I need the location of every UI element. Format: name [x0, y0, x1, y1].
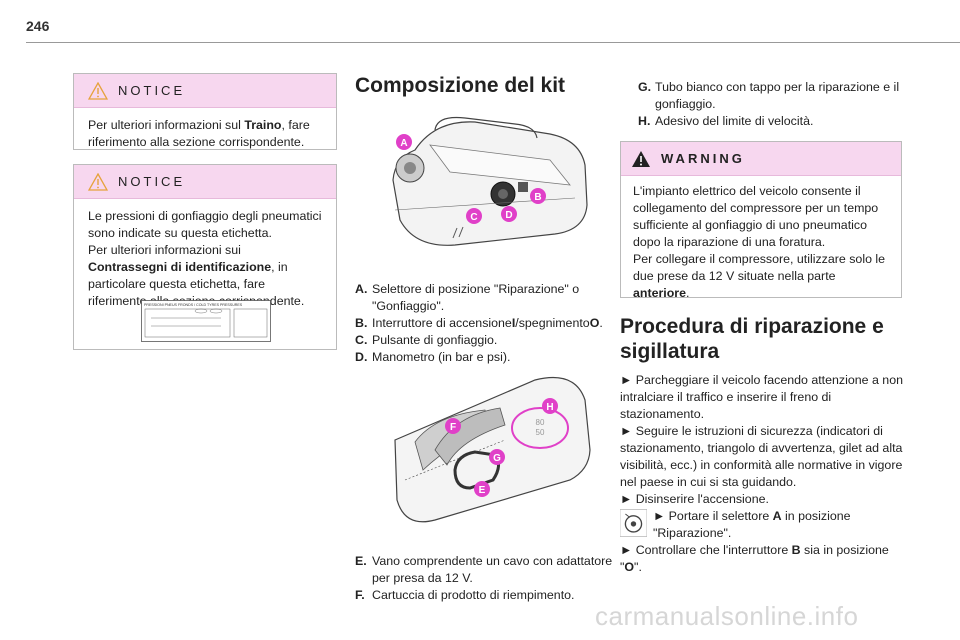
list-item: D.Manometro (in bar e psi). — [355, 350, 511, 364]
svg-text:A: A — [400, 138, 407, 149]
notice-header: NOTICE — [74, 165, 336, 199]
warning-triangle-icon — [632, 150, 650, 167]
list-item: B.Interruttore di accensioneI/spegniment… — [355, 316, 603, 330]
right-list: G.Tubo bianco con tappo per la riparazio… — [638, 79, 902, 130]
procedure-step: ► Seguire le istruzioni di sicurezza (in… — [620, 424, 903, 489]
notice-text: , fare riferimento alla sezione corrispo… — [88, 118, 310, 149]
list-item: H.Adesivo del limite di velocità. — [638, 114, 814, 128]
list-item: E.Vano comprendente un cavo con adattato… — [355, 554, 613, 585]
tyre-pressure-label-image: PRESSIONI PNEUS FRONDS / COLD TYRES PRES… — [141, 300, 271, 342]
speed-label-top: 80 — [536, 418, 545, 427]
warning-text: Per collegare il compressore, utilizzare… — [633, 252, 886, 300]
kit-title: Composizione del kit — [355, 74, 566, 97]
warning-body: L'impianto elettrico del veicolo consent… — [621, 176, 901, 310]
callout-d: D — [501, 206, 517, 222]
callout-c: C — [466, 208, 482, 224]
svg-text:F: F — [450, 422, 456, 433]
warning-header: WARNING — [621, 142, 901, 176]
compressor-illustration: A B C D — [392, 116, 588, 246]
notice-body: Per ulteriori informazioni sul Traino, f… — [74, 108, 336, 161]
svg-text:E: E — [479, 485, 486, 496]
svg-text:H: H — [546, 402, 553, 413]
callout-b: B — [530, 188, 546, 204]
callout-f: F — [445, 418, 461, 434]
list-item: A.Selettore di posizione "Riparazione" o… — [355, 282, 580, 313]
compressor-underside-illustration: 80 50 H F G E — [394, 376, 591, 523]
notice-title: NOTICE — [118, 174, 186, 189]
speed-label-bottom: 50 — [536, 428, 545, 437]
procedure-steps: ► Parcheggiare il veicolo facendo attenz… — [620, 372, 904, 576]
watermark: carmanualsonline.info — [595, 601, 859, 631]
procedure-step: ► Portare il selettore A in posizione "R… — [620, 508, 904, 542]
warning-title: WARNING — [661, 151, 745, 166]
list-item: C.Pulsante di gonfiaggio. — [355, 333, 498, 347]
callout-a: A — [396, 134, 412, 150]
header-rule — [26, 42, 960, 43]
page-number: 246 — [26, 18, 50, 34]
list-item: F.Cartuccia di prodotto di riempimento. — [355, 588, 575, 602]
svg-text:D: D — [505, 210, 512, 221]
callout-e: E — [474, 481, 490, 497]
warning-box: WARNING L'impianto elettrico del veicolo… — [620, 141, 902, 300]
warning-triangle-icon — [88, 81, 108, 100]
procedure-step: ► Parcheggiare il veicolo facendo attenz… — [620, 373, 903, 421]
kit-section: Composizione del kit — [355, 73, 613, 98]
svg-text:B: B — [534, 192, 541, 203]
notice-title: NOTICE — [118, 83, 186, 98]
label-caption: PRESSIONI PNEUS FRONDS / COLD TYRES PRES… — [144, 303, 243, 307]
callout-h: H — [542, 398, 558, 414]
notice-text: Le pressioni di gonfiaggio degli pneumat… — [88, 209, 322, 240]
notice-bold: Traino — [244, 118, 282, 132]
selector-dial-icon — [620, 509, 647, 537]
notice-header: NOTICE — [74, 74, 336, 108]
warning-triangle-icon — [88, 172, 108, 191]
notice-box-traino: NOTICE Per ulteriori informazioni sul Tr… — [73, 73, 337, 150]
notice-text: Per ulteriori informazioni sul — [88, 118, 245, 132]
procedure-step: ► Disinserire l'accensione. — [620, 492, 769, 506]
svg-text:C: C — [470, 212, 477, 223]
svg-text:G: G — [493, 453, 501, 464]
callout-g: G — [489, 449, 505, 465]
warning-text: L'impianto elettrico del veicolo consent… — [633, 184, 879, 249]
kit-list-1: A.Selettore di posizione "Riparazione" o… — [355, 281, 613, 366]
procedure-step: ► Controllare che l'interruttore B sia i… — [620, 543, 889, 574]
kit-list-2: E.Vano comprendente un cavo con adattato… — [355, 553, 613, 604]
list-item: G.Tubo bianco con tappo per la riparazio… — [638, 80, 900, 111]
